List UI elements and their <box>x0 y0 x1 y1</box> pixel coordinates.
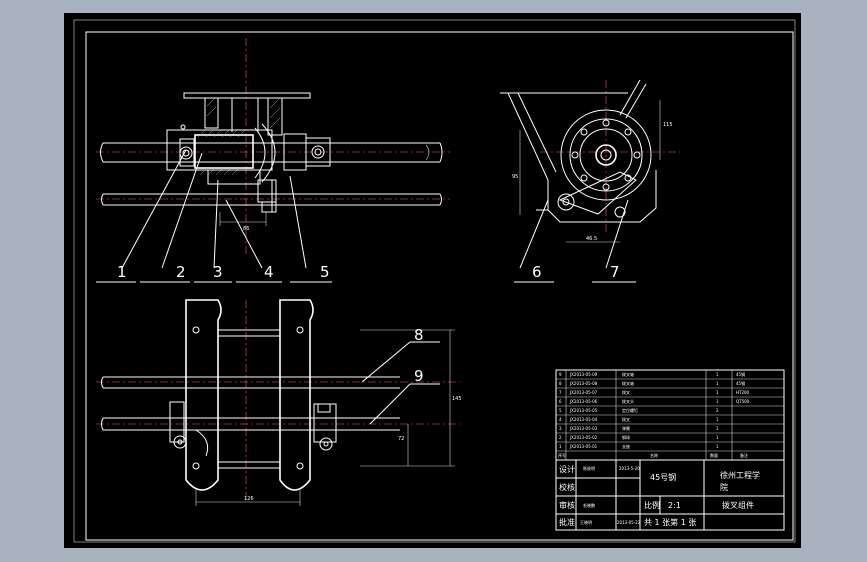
side-view: 95 46.5 115 <box>500 79 680 283</box>
bom-row-name: 拨叉轴 <box>622 371 634 377</box>
sheet-outer-border <box>73 19 796 543</box>
label-reviewer: 校核 <box>559 482 575 492</box>
bom-row-name: 拨叉轴 <box>622 380 634 386</box>
bom-row-qty: 1 <box>716 444 719 449</box>
bom-row-qty: 1 <box>716 381 719 386</box>
dim-bottom-depth: 72 <box>398 436 404 442</box>
bom-row-name: 支座 <box>622 443 630 449</box>
drawing-sheet <box>64 13 801 548</box>
bom-row-name: 拨叉 <box>622 389 630 395</box>
bom-row-qty: 1 <box>716 372 719 377</box>
dim-top-view-width: 86 <box>243 226 249 232</box>
bom-row-code: JX2013-05-04 <box>569 417 598 422</box>
dim-bottom-width: 126 <box>244 496 254 502</box>
bom-row-qty: 1 <box>716 399 719 404</box>
bom-header-note: 备注 <box>740 452 748 458</box>
label-designer: 设计 <box>559 464 575 474</box>
bom-row-note: 45钢 <box>736 371 745 377</box>
approver-name: 王晓明 <box>580 519 592 525</box>
part-number-7[interactable]: 7 <box>610 263 620 281</box>
bom-row-note: 45钢 <box>736 380 745 386</box>
dim-bottom-height: 145 <box>452 396 462 402</box>
front-view: 86 <box>96 38 450 283</box>
bom-row-name: 定位螺钉 <box>622 407 638 413</box>
bom-row-code: JX2013-05-06 <box>569 399 598 404</box>
bom-row-name: 拨叉头 <box>622 398 634 404</box>
bom-row-code: JX2013-05-08 <box>569 381 598 386</box>
bom-row-no: 3 <box>559 426 562 431</box>
bom-row-code: JX2013-05-07 <box>569 390 598 395</box>
part-number-9[interactable]: 9 <box>414 367 424 385</box>
bom-row-no: 1 <box>559 444 562 449</box>
bom-row-no: 6 <box>559 399 562 404</box>
bom-row-no: 8 <box>559 381 562 386</box>
bom-row-no: 2 <box>559 435 562 440</box>
dim-right-view-width: 46.5 <box>586 236 597 242</box>
designer-name: 陈俊明 <box>583 465 595 471</box>
part-number-4[interactable]: 4 <box>264 263 274 281</box>
bom-table: 9 JX2013-05-09 拨叉轴 1 45钢 8 JX2013-05-08 … <box>559 371 750 449</box>
label-checker: 审核 <box>559 500 575 510</box>
bom-row-note: QT500 <box>736 399 750 404</box>
bom-row-name: 钢球 <box>622 434 630 440</box>
part-number-2[interactable]: 2 <box>176 263 186 281</box>
part-number-6[interactable]: 6 <box>532 263 542 281</box>
dim-right-view-height: 95 <box>512 174 518 180</box>
bom-row-code: JX2013-05-02 <box>569 435 598 440</box>
bom-row-name: 拨叉 <box>622 416 630 422</box>
bom-row-no: 5 <box>559 408 562 413</box>
bom-row-qty: 1 <box>716 426 719 431</box>
bom-row-no: 7 <box>559 390 562 395</box>
bom-row-no: 4 <box>559 417 562 422</box>
part-number-8[interactable]: 8 <box>414 326 424 344</box>
bom-row-note: HT200 <box>736 390 750 395</box>
bom-row-no: 9 <box>559 372 562 377</box>
part-name: 拨叉组件 <box>722 500 754 510</box>
approve-date: 2013-05-22 <box>617 520 641 525</box>
part-number-1[interactable]: 1 <box>117 263 127 281</box>
sheet-count: 共 1 张第 1 张 <box>644 517 696 527</box>
scale-label: 比例 <box>644 500 660 510</box>
bom-row-name: 弹簧 <box>622 425 630 431</box>
part-number-5[interactable]: 5 <box>320 263 330 281</box>
bom-row-code: JX2013-05-05 <box>569 408 598 413</box>
reviewer-name: 毛晓鹏 <box>583 502 595 508</box>
bom-header-no: 序号 <box>558 452 566 458</box>
material-value: 45号钢 <box>650 472 676 482</box>
bom-row-qty: 1 <box>716 390 719 395</box>
school-name-line1: 徐州工程学 <box>720 470 760 480</box>
bom-row-qty: 2 <box>716 408 719 413</box>
part-number-3[interactable]: 3 <box>213 263 223 281</box>
bom-row-code: JX2013-05-09 <box>569 372 598 377</box>
top-view: 145 72 126 <box>96 299 462 506</box>
bom-row-qty: 1 <box>716 435 719 440</box>
dim-right-view-side: 115 <box>663 122 673 128</box>
label-approver: 批准 <box>559 517 575 527</box>
bom-row-code: JX2013-05-01 <box>569 444 598 449</box>
bom-row-qty: 1 <box>716 417 719 422</box>
design-date: 2013-5-20 <box>619 466 640 471</box>
bom-header-name: 名称 <box>650 452 658 458</box>
school-name-line2: 院 <box>720 482 728 492</box>
bom-header-qty: 数量 <box>710 452 718 458</box>
scale-value: 2:1 <box>668 501 681 510</box>
sheet-border <box>85 31 794 541</box>
title-block <box>555 369 785 531</box>
bom-row-code: JX2013-05-03 <box>569 426 598 431</box>
